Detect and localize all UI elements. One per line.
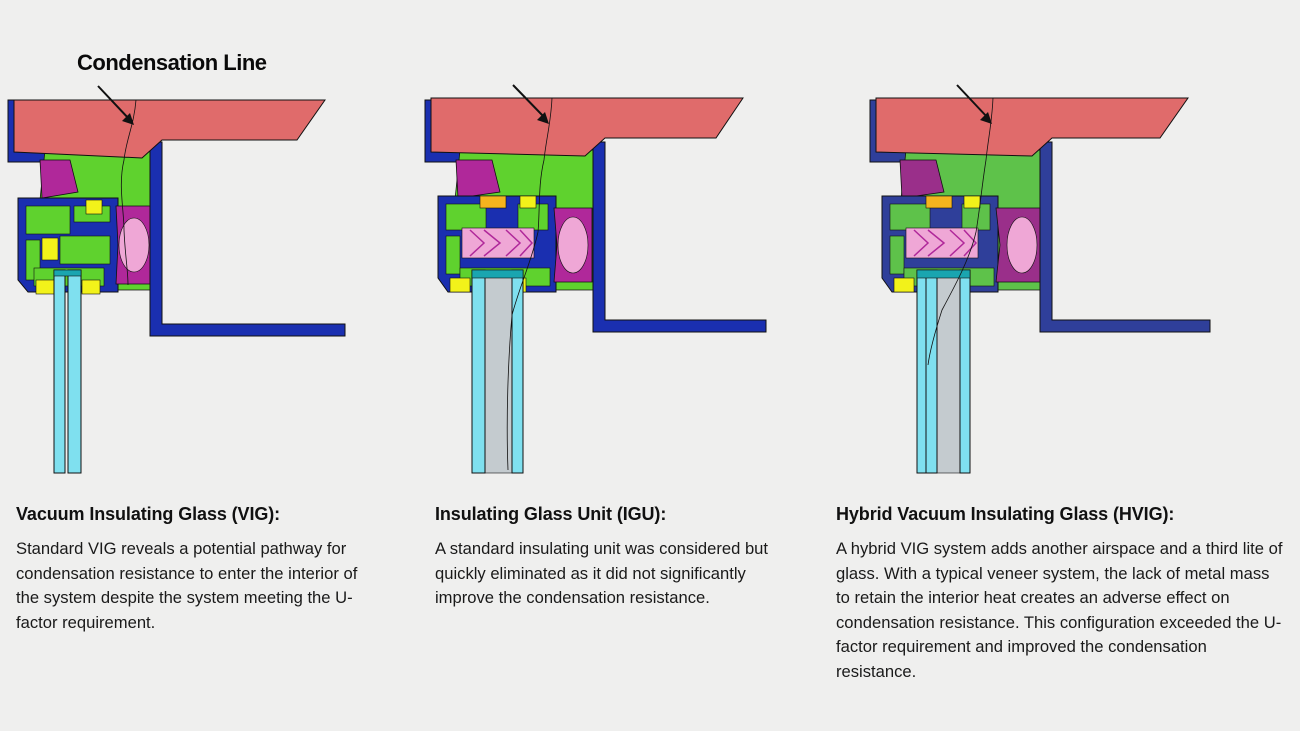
condensation-arrow: [97, 85, 131, 121]
condensation-line: [506, 97, 553, 471]
panel-description: A hybrid VIG system adds another airspac…: [836, 539, 1283, 681]
frame-chamber: [517, 203, 549, 231]
condensation-arrow: [512, 84, 546, 119]
arrow-head-icon: [122, 113, 134, 125]
glass-lite: [959, 269, 971, 474]
condensation-line-label: Condensation Line: [77, 50, 267, 75]
panel-igu: Insulating Glass Unit (IGU): A standard …: [420, 0, 820, 731]
panel-title: Hybrid Vacuum Insulating Glass (HVIG):: [836, 504, 1175, 524]
glass-cap: [471, 269, 524, 279]
glass-lite: [67, 269, 82, 474]
glass-lite: [916, 269, 927, 474]
caption-igu: Insulating Glass Unit (IGU): A standard …: [435, 503, 795, 611]
frame-chamber: [961, 203, 991, 231]
clip: [41, 237, 59, 261]
gasket-left: [39, 159, 79, 199]
frame-chamber: [59, 235, 111, 265]
panel-description: A standard insulating unit was considere…: [435, 539, 769, 607]
insulation-pink: [557, 216, 589, 274]
igu-section-drawing: [424, 84, 767, 474]
caption-hvig: Hybrid Vacuum Insulating Glass (HVIG): A…: [836, 503, 1286, 684]
clip: [85, 199, 103, 215]
clip: [925, 195, 953, 209]
frame-chamber: [445, 235, 461, 275]
glass-lite: [925, 269, 938, 474]
insulation-pink: [1006, 216, 1038, 274]
panel-description: Standard VIG reveals a potential pathway…: [16, 539, 358, 632]
sheet-metal: [149, 141, 346, 337]
gasket-left: [455, 159, 501, 199]
spacer-detail: [469, 229, 534, 257]
vig-section-drawing: [7, 85, 346, 474]
glass-cap: [916, 269, 971, 279]
arrow-head-icon: [980, 112, 992, 124]
clip: [519, 195, 537, 209]
frame-chamber: [889, 203, 931, 231]
insulation-pink: [118, 217, 150, 273]
gasket-left: [899, 159, 945, 199]
condensation-line: [927, 97, 994, 366]
clip: [35, 279, 57, 295]
clip: [893, 277, 915, 293]
panel-vig: Vacuum Insulating Glass (VIG): Standard …: [0, 0, 400, 731]
airspace: [936, 269, 961, 474]
sheet-metal: [1039, 141, 1211, 333]
panel-hvig: Hybrid Vacuum Insulating Glass (HVIG): A…: [836, 0, 1282, 731]
spacer-detail: [913, 229, 978, 257]
condensation-line: [120, 99, 137, 286]
wall-panel: [430, 97, 744, 157]
clip: [81, 279, 101, 295]
glass-lite: [471, 269, 486, 474]
panel-title: Insulating Glass Unit (IGU):: [435, 504, 667, 524]
clip: [449, 277, 471, 293]
arrow-head-icon: [537, 112, 549, 124]
panel-title: Vacuum Insulating Glass (VIG):: [16, 504, 281, 524]
glass-cap: [53, 269, 82, 277]
hvig-section-drawing: [869, 84, 1211, 474]
clip: [479, 195, 507, 209]
frame-chamber: [25, 205, 71, 235]
sheet-metal: [592, 141, 767, 333]
clip: [963, 195, 981, 209]
wall-panel: [875, 97, 1189, 157]
frame-chamber: [889, 235, 905, 275]
glass-lite: [53, 269, 66, 474]
caption-vig: Vacuum Insulating Glass (VIG): Standard …: [16, 503, 376, 635]
wall-panel: [13, 99, 326, 159]
condensation-arrow: [956, 84, 989, 119]
glass-lite: [511, 269, 524, 474]
